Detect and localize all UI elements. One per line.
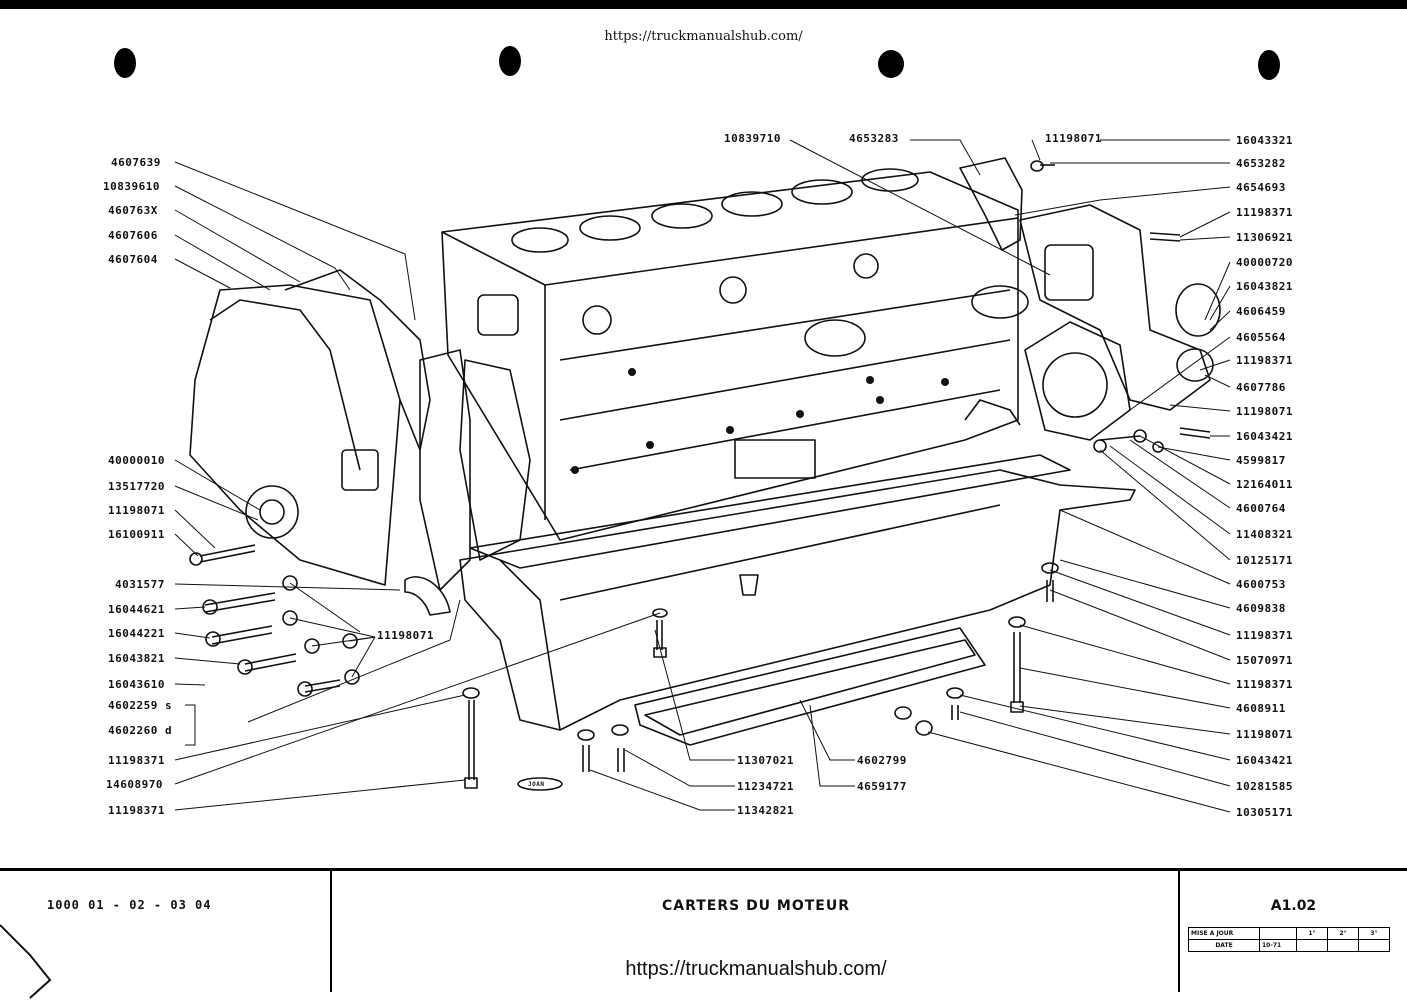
callout-right-14: 4599817 bbox=[1236, 454, 1286, 467]
callout-right-28: 10305171 bbox=[1236, 806, 1293, 819]
engine-block-drawing bbox=[441, 168, 1029, 541]
callout-top-1: 10839710 bbox=[724, 132, 781, 145]
callout-left-17: 11198371 bbox=[108, 754, 165, 767]
callout-right-2: 4653282 bbox=[1236, 157, 1286, 170]
callout-right-5: 11306921 bbox=[1236, 231, 1293, 244]
drawing-reference: 1000 01 - 02 - 03 04 bbox=[47, 898, 212, 912]
callout-bottom-1: 11307021 bbox=[737, 754, 794, 767]
callout-right-7: 16043821 bbox=[1236, 280, 1293, 293]
callout-right-24: 4608911 bbox=[1236, 702, 1286, 715]
callout-left-18: 14608970 bbox=[106, 778, 163, 791]
callout-right-10: 11198371 bbox=[1236, 354, 1293, 367]
rev-cell bbox=[1259, 927, 1297, 940]
callout-right-1: 16043321 bbox=[1236, 134, 1293, 147]
binder-hole-3 bbox=[878, 50, 904, 78]
stamp-oval bbox=[517, 777, 563, 791]
binder-hole-4 bbox=[1258, 50, 1280, 80]
callout-left-12: 16044221 bbox=[108, 627, 165, 640]
callout-right-26: 16043421 bbox=[1236, 754, 1293, 767]
oil-pan-drawing bbox=[459, 454, 1136, 746]
callout-left-13: 16043821 bbox=[108, 652, 165, 665]
callout-right-22: 15070971 bbox=[1236, 654, 1293, 667]
callout-left-4: 4607606 bbox=[108, 229, 158, 242]
callout-left-1: 4607639 bbox=[111, 156, 161, 169]
callout-top-2: 4653283 bbox=[849, 132, 899, 145]
rev-date-value: 10-71 bbox=[1259, 939, 1297, 952]
binder-hole-2 bbox=[499, 46, 521, 76]
callout-right-6: 40000720 bbox=[1236, 256, 1293, 269]
callout-left-8: 11198071 bbox=[108, 504, 165, 517]
rev-col-1: 1° bbox=[1296, 927, 1328, 940]
callout-left-3: 460763X bbox=[108, 204, 158, 217]
callout-right-12: 11198071 bbox=[1236, 405, 1293, 418]
callout-left-19: 11198371 bbox=[108, 804, 165, 817]
rev-cell bbox=[1358, 939, 1390, 952]
callout-top-3: 11198071 bbox=[1045, 132, 1102, 145]
callout-right-18: 10125171 bbox=[1236, 554, 1293, 567]
callout-bottom-5: 4659177 bbox=[857, 780, 907, 793]
callout-middle: 11198071 bbox=[377, 629, 434, 642]
callout-right-9: 4605564 bbox=[1236, 331, 1286, 344]
callout-right-8: 4606459 bbox=[1236, 305, 1286, 318]
revision-table: MISE A JOUR 1° 2° 3° DATE 10-71 bbox=[1188, 927, 1390, 952]
callout-left-15: 4602259 s bbox=[108, 699, 173, 712]
callout-left-7: 13517720 bbox=[108, 480, 165, 493]
callout-right-4: 11198371 bbox=[1236, 206, 1293, 219]
rev-label-update: MISE A JOUR bbox=[1188, 927, 1260, 940]
rev-label-date: DATE bbox=[1188, 939, 1260, 952]
callout-right-23: 11198371 bbox=[1236, 678, 1293, 691]
callout-left-2: 10839610 bbox=[103, 180, 160, 193]
callout-left-14: 16043610 bbox=[108, 678, 165, 691]
rear-housing-drawing bbox=[959, 157, 1221, 441]
callout-right-15: 12164011 bbox=[1236, 478, 1293, 491]
callout-left-5: 4607604 bbox=[108, 253, 158, 266]
callout-left-11: 16044621 bbox=[108, 603, 165, 616]
callout-right-21: 11198371 bbox=[1236, 629, 1293, 642]
drawing-title: CARTERS DU MOTEUR bbox=[661, 898, 851, 914]
callout-bottom-2: 11234721 bbox=[737, 780, 794, 793]
header-url[interactable]: https://truckmanualshub.com/ bbox=[604, 29, 803, 44]
callout-left-9: 16100911 bbox=[108, 528, 165, 541]
callout-left-6: 40000010 bbox=[108, 454, 165, 467]
rev-col-3: 3° bbox=[1358, 927, 1390, 940]
timing-cover-drawing bbox=[189, 269, 531, 616]
callout-left-10: 4031577 bbox=[115, 578, 165, 591]
leader-lines bbox=[174, 139, 1231, 813]
stamp-label: JOAN bbox=[528, 781, 545, 788]
footer-divider-right bbox=[1178, 870, 1180, 992]
fasteners-drawing bbox=[189, 160, 1211, 789]
callout-right-25: 11198071 bbox=[1236, 728, 1293, 741]
rev-cell bbox=[1327, 939, 1359, 952]
footer-divider-left bbox=[330, 870, 332, 992]
callout-bottom-3: 11342821 bbox=[737, 804, 794, 817]
callout-right-17: 11408321 bbox=[1236, 528, 1293, 541]
binder-hole-1 bbox=[114, 48, 136, 78]
callout-right-16: 4600764 bbox=[1236, 502, 1286, 515]
corner-mark bbox=[0, 924, 52, 999]
rev-cell bbox=[1296, 939, 1328, 952]
footer-url[interactable]: https://truckmanualshub.com/ bbox=[625, 958, 887, 980]
callout-right-13: 16043421 bbox=[1236, 430, 1293, 443]
rev-col-2: 2° bbox=[1327, 927, 1359, 940]
footer-border bbox=[0, 868, 1407, 871]
callout-bottom-4: 4602799 bbox=[857, 754, 907, 767]
callout-right-19: 4600753 bbox=[1236, 578, 1286, 591]
callout-right-20: 4609838 bbox=[1236, 602, 1286, 615]
sheet-number: A1.02 bbox=[1270, 898, 1317, 914]
callout-left-16: 4602260 d bbox=[108, 724, 173, 737]
top-border bbox=[0, 0, 1407, 9]
callout-right-11: 4607786 bbox=[1236, 381, 1286, 394]
callout-right-3: 4654693 bbox=[1236, 181, 1286, 194]
callout-right-27: 10281585 bbox=[1236, 780, 1293, 793]
